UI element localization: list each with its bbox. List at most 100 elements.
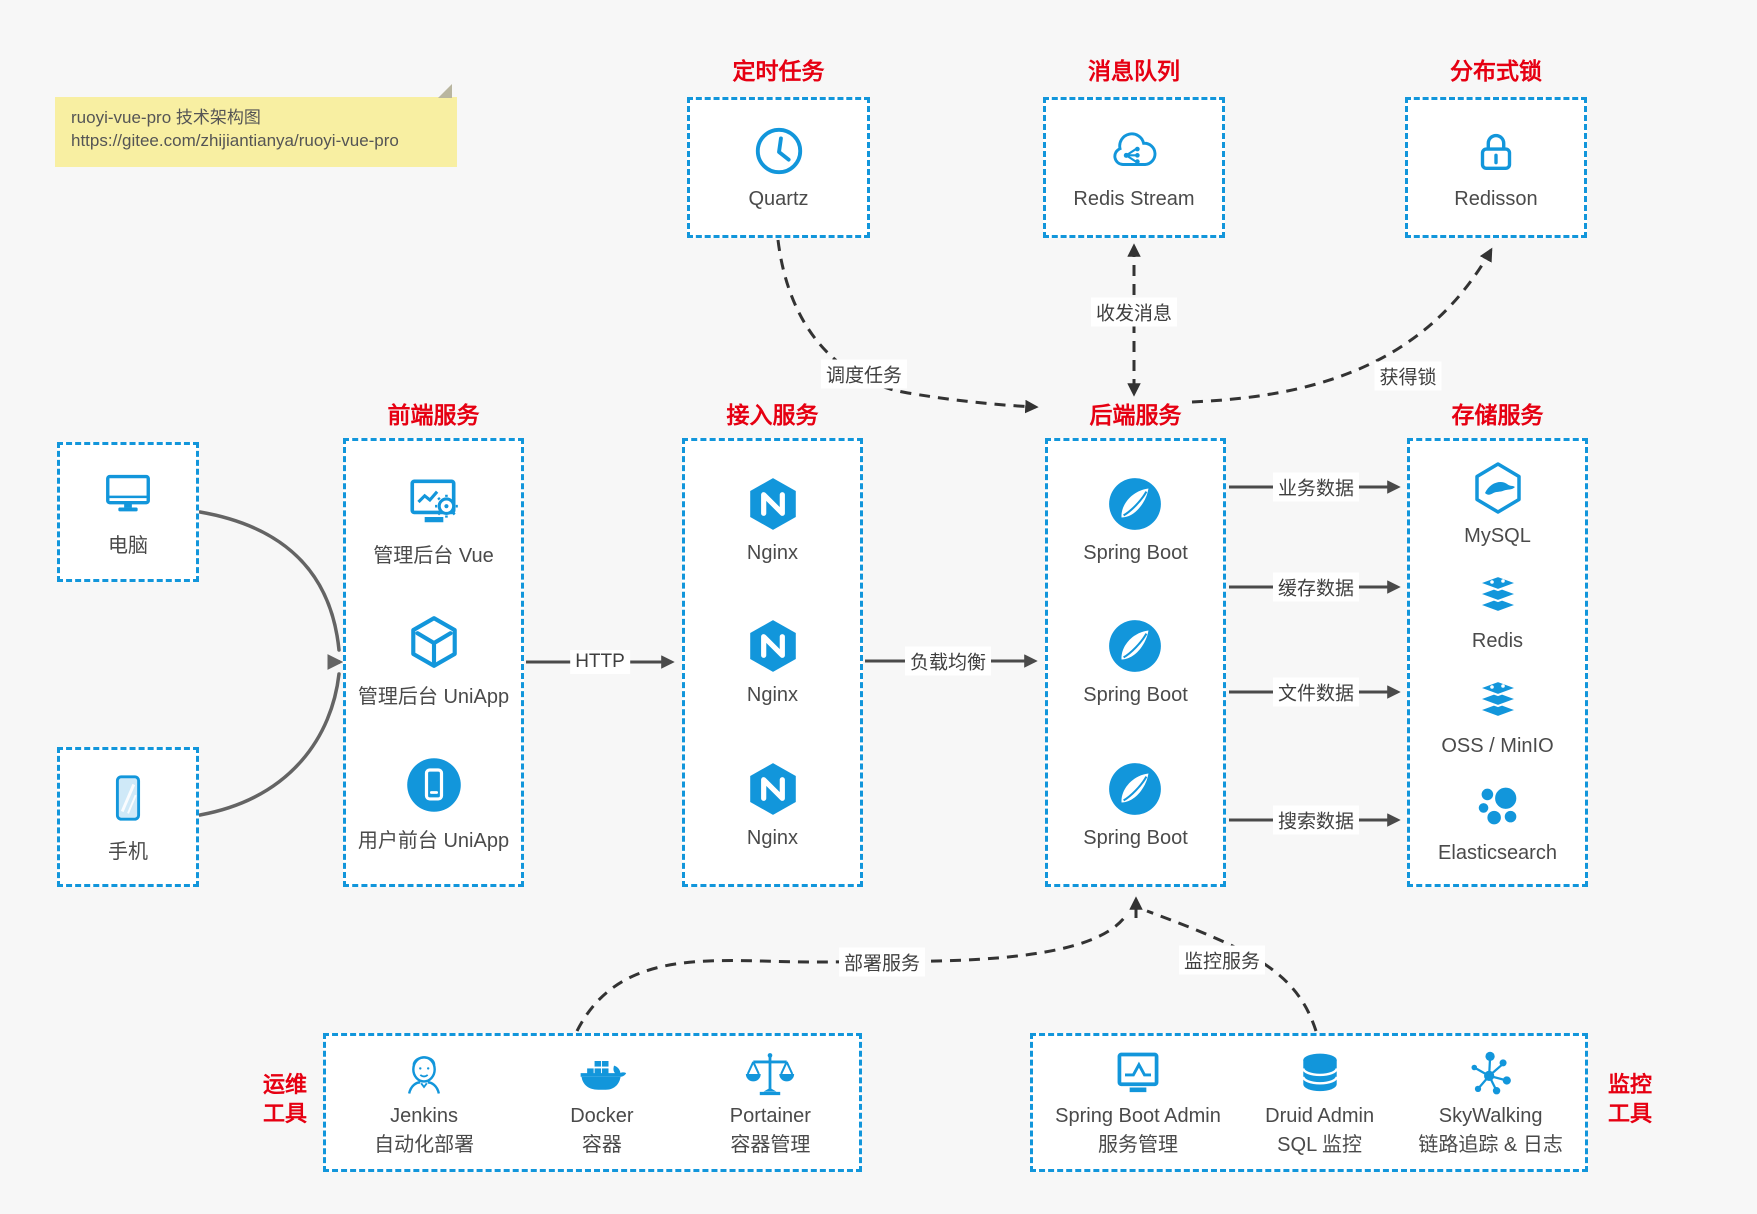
spring-boot-icon [1109, 620, 1162, 673]
computer-to-frontend-curve [198, 510, 341, 652]
skywalking-desc: 链路追踪 & 日志 [1418, 1133, 1563, 1156]
springboot-label-1: Spring Boot [1083, 542, 1188, 565]
redisson-label: Redisson [1454, 188, 1538, 210]
docker-name: Docker [570, 1104, 634, 1127]
mysql-label: MySQL [1464, 524, 1531, 547]
spring-boot-icon [1109, 762, 1162, 815]
node-elasticsearch: Elasticsearch [1438, 779, 1557, 865]
elasticsearch-cluster-icon [1476, 786, 1518, 827]
druid-admin-name: Druid Admin [1265, 1104, 1375, 1127]
portainer-scales-icon [746, 1052, 795, 1095]
redis-label: Redis [1471, 629, 1524, 652]
druid-admin-desc: SQL 监控 [1277, 1133, 1363, 1156]
node-admin-uniapp: 管理后台 UniApp [358, 613, 509, 709]
cloud-stream-icon [1113, 132, 1157, 166]
note-title: ruoyi-vue-pro 技术架构图 [71, 108, 261, 127]
box-ops-tools: Jenkins 自动化部署 Docker 容器 [323, 1033, 862, 1172]
jenkins-desc: 自动化部署 [374, 1133, 475, 1156]
admin-uniapp-label: 管理后台 UniApp [357, 686, 510, 709]
mobile-phone-icon [115, 775, 141, 821]
node-redis: Redis [1470, 569, 1526, 653]
docker-desc: 容器 [581, 1133, 622, 1156]
redis-stack-icon [1475, 574, 1520, 613]
nginx-label-1: Nginx [746, 542, 799, 565]
springboot-label-3: Spring Boot [1083, 826, 1188, 849]
sticky-note-fold-icon [438, 84, 452, 98]
skywalking-trace-icon [1471, 1051, 1511, 1094]
box-quartz: Quartz [687, 97, 870, 238]
computer-label: 电脑 [108, 535, 148, 557]
monitor-service-curve [1146, 909, 1318, 1032]
spring-boot-admin-desc: 服务管理 [1097, 1133, 1178, 1156]
note-url: https://gitee.com/zhijiantianya/ruoyi-vu… [71, 131, 399, 150]
node-springboot-1: Spring Boot [1083, 475, 1188, 565]
schedule-task-curve [776, 239, 1039, 414]
box-storage-services: MySQL Redis OSS / MinIO [1407, 438, 1588, 887]
spring-boot-icon [1109, 478, 1162, 531]
node-user-uniapp: 用户前台 UniApp [358, 755, 509, 853]
phone-to-frontend-curve [198, 672, 341, 817]
admin-vue-label: 管理后台 Vue [373, 544, 494, 567]
edge-label-deploy-service: 部署服务 [838, 947, 926, 977]
edge-label-send-receive-message: 收发消息 [1090, 297, 1178, 327]
box-redis-stream: Redis Stream [1043, 97, 1225, 238]
druid-database-icon [1301, 1053, 1338, 1091]
portainer-desc: 容器管理 [730, 1133, 811, 1156]
node-springboot-2: Spring Boot [1083, 617, 1188, 707]
oss-minio-label: OSS / MinIO [1441, 735, 1554, 758]
admin-dashboard-gear-icon [409, 479, 458, 523]
spring-boot-admin-monitor-icon [1117, 1052, 1159, 1092]
node-skywalking: SkyWalking 链路追踪 & 日志 [1418, 1048, 1563, 1158]
node-springboot-3: Spring Boot [1083, 760, 1188, 850]
edge-label-acquire-lock: 获得锁 [1374, 361, 1442, 391]
portainer-name: Portainer [729, 1104, 811, 1127]
skywalking-name: SkyWalking [1438, 1104, 1543, 1127]
deploy-service-curve [575, 913, 1129, 1032]
sticky-note: ruoyi-vue-pro 技术架构图 https://gitee.com/zh… [55, 84, 457, 167]
user-uniapp-label: 用户前台 UniApp [357, 830, 510, 853]
docker-whale-icon [580, 1060, 627, 1090]
box-gateway-services: Nginx Nginx Nginx [682, 438, 863, 887]
jenkins-icon [408, 1055, 441, 1094]
box-redisson: Redisson [1405, 97, 1587, 238]
uniapp-cube-icon [410, 616, 457, 669]
ops-tools-side-label: 运维工具 [262, 1072, 307, 1126]
node-admin-vue: 管理后台 Vue [373, 472, 494, 568]
edge-label-monitor-service: 监控服务 [1178, 945, 1266, 975]
title-message-queue: 消息队列 [1088, 58, 1180, 84]
clock-icon [755, 127, 802, 175]
node-nginx-2: Nginx [744, 617, 802, 707]
mobile-app-circle-icon [406, 758, 461, 812]
title-distributed-lock: 分布式锁 [1450, 58, 1542, 84]
node-oss-minio: OSS / MinIO [1441, 674, 1554, 758]
node-jenkins: Jenkins 自动化部署 [374, 1048, 474, 1158]
nginx-label-2: Nginx [746, 684, 799, 707]
nginx-icon [749, 478, 796, 531]
title-gateway-services: 接入服务 [726, 402, 819, 428]
node-nginx-1: Nginx [744, 475, 802, 565]
phone-label: 手机 [108, 841, 148, 863]
node-nginx-3: Nginx [744, 760, 802, 850]
node-docker: Docker 容器 [570, 1048, 634, 1158]
edge-label-http: HTTP [570, 650, 630, 674]
monitor-tools-side-label: 监控工具 [1607, 1072, 1652, 1126]
node-mysql: MySQL [1464, 460, 1531, 548]
title-scheduled-task: 定时任务 [732, 58, 825, 84]
edge-label-schedule-task: 调度任务 [820, 359, 908, 389]
nginx-icon [749, 762, 796, 815]
springboot-label-2: Spring Boot [1083, 684, 1188, 707]
edge-label-search-data: 搜索数据 [1272, 805, 1360, 835]
edge-label-load-balance: 负载均衡 [904, 646, 992, 676]
acquire-lock-curve [1191, 247, 1493, 404]
quartz-label: Quartz [748, 188, 809, 210]
object-storage-stack-icon [1475, 680, 1520, 719]
lock-icon [1480, 133, 1512, 171]
edge-label-cache-data: 缓存数据 [1272, 572, 1360, 602]
node-spring-boot-admin: Spring Boot Admin 服务管理 [1055, 1048, 1221, 1158]
desktop-icon [106, 474, 150, 512]
elasticsearch-label: Elasticsearch [1438, 842, 1557, 865]
box-phone: 手机 [57, 747, 199, 887]
title-frontend-services: 前端服务 [387, 402, 480, 428]
nginx-label-3: Nginx [746, 826, 799, 849]
redis-stream-label: Redis Stream [1073, 188, 1195, 210]
